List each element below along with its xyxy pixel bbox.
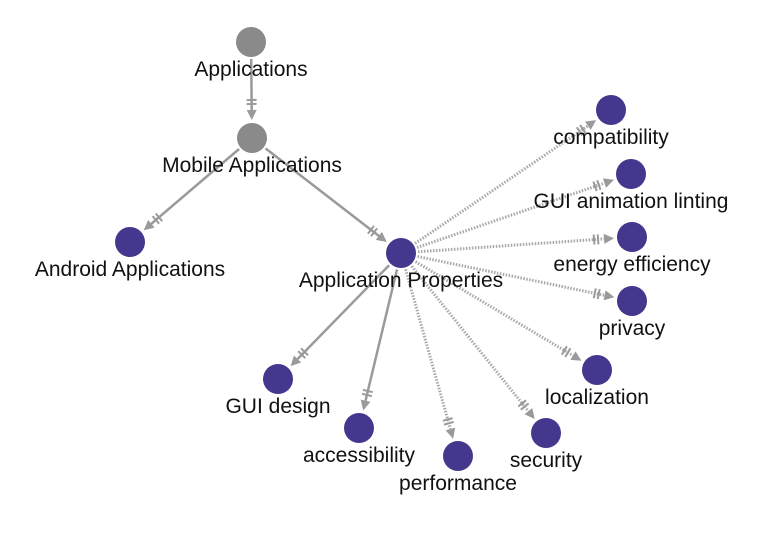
node-privacy[interactable] — [617, 286, 647, 316]
edge-arrowhead — [143, 220, 155, 231]
node-label-applications: Applications — [194, 58, 307, 81]
node-performance[interactable] — [443, 441, 473, 471]
edge-arrowhead — [445, 427, 456, 439]
edge-line — [417, 237, 605, 254]
node-android-applications[interactable] — [115, 227, 145, 257]
node-energy-efficiency[interactable] — [617, 222, 647, 252]
edge-arrowhead — [524, 408, 535, 419]
node-label-security: security — [510, 449, 583, 472]
edge-tick-mark — [575, 126, 584, 137]
edge-tick-mark — [362, 388, 373, 394]
edge-tick-mark — [443, 420, 454, 426]
edge-line — [414, 260, 574, 357]
edge-tick-mark — [370, 227, 378, 237]
edge-line — [150, 148, 240, 225]
edge-arrowhead — [570, 351, 582, 361]
node-label-localization: localization — [545, 386, 649, 409]
edge-tick-mark — [596, 179, 602, 191]
edge-application-properties-to-accessibility — [360, 269, 399, 411]
edge-line — [414, 124, 589, 245]
edge-arrowhead — [246, 109, 257, 120]
node-label-gui-design: GUI design — [225, 395, 330, 418]
edge-tick-mark — [361, 392, 373, 398]
edge-arrowhead — [603, 290, 615, 301]
edge-arrowhead — [585, 120, 597, 130]
node-label-accessibility: accessibility — [303, 444, 416, 467]
edge-applications-to-mobile-applications — [246, 58, 257, 120]
node-label-application-properties: Application Properties — [299, 269, 503, 292]
edge-application-properties-to-performance — [404, 268, 456, 439]
edge-tick-mark — [300, 347, 309, 357]
node-label-performance: performance — [399, 472, 517, 495]
node-label-mobile-applications: Mobile Applications — [162, 154, 342, 177]
edge-application-properties-to-localization — [414, 260, 582, 361]
node-label-privacy: privacy — [599, 317, 666, 340]
edge-tick-mark — [596, 234, 600, 245]
edge-tick-mark — [592, 234, 596, 245]
edge-line — [249, 58, 253, 111]
node-applications[interactable] — [236, 27, 266, 57]
edge-application-properties-to-gui-animation-linting — [416, 178, 614, 249]
edge-line — [296, 264, 390, 360]
edge-application-properties-to-privacy — [417, 255, 615, 301]
node-label-compatibility: compatibility — [553, 126, 669, 149]
edge-application-properties-to-energy-efficiency — [417, 233, 614, 254]
edge-tick-mark — [579, 124, 587, 134]
edge-line — [364, 269, 399, 402]
nodes-layer — [115, 27, 647, 471]
edge-line — [417, 255, 605, 297]
edges-layer — [143, 58, 615, 439]
edge-line — [404, 268, 452, 430]
node-label-android-applications: Android Applications — [35, 258, 225, 281]
node-accessibility[interactable] — [344, 413, 374, 443]
edge-tick-mark — [517, 399, 527, 408]
edge-line — [416, 181, 605, 249]
node-application-properties[interactable] — [386, 238, 416, 268]
edge-line — [410, 265, 530, 413]
edge-tick-mark — [564, 347, 572, 358]
edge-tick-mark — [596, 289, 601, 300]
node-label-gui-animation-linting: GUI animation linting — [534, 190, 729, 213]
edge-arrowhead — [290, 355, 302, 367]
node-security[interactable] — [531, 418, 561, 448]
edge-mobile-applications-to-android-applications — [143, 148, 240, 231]
edge-application-properties-to-gui-design — [290, 264, 390, 367]
edge-mobile-applications-to-application-properties — [264, 147, 387, 242]
edge-tick-mark — [297, 350, 307, 359]
edge-tick-mark — [592, 288, 597, 299]
edge-application-properties-to-compatibility — [414, 120, 597, 245]
edge-tick-mark — [592, 181, 598, 192]
edge-tick-mark — [560, 345, 568, 356]
edge-tick-mark — [154, 212, 163, 222]
edge-arrowhead — [360, 399, 371, 411]
node-gui-animation-linting[interactable] — [616, 159, 646, 189]
edge-line — [264, 147, 380, 237]
edge-arrowhead — [602, 178, 614, 188]
node-label-energy-efficiency: energy efficiency — [553, 253, 711, 276]
edge-application-properties-to-security — [410, 265, 535, 419]
edge-tick-mark — [442, 417, 453, 422]
node-compatibility[interactable] — [596, 95, 626, 125]
edge-tick-mark — [151, 215, 160, 225]
node-gui-design[interactable] — [263, 364, 293, 394]
edge-tick-mark — [520, 402, 530, 411]
edge-arrowhead — [375, 231, 387, 242]
node-mobile-applications[interactable] — [237, 123, 267, 153]
edge-arrowhead — [603, 233, 614, 244]
node-localization[interactable] — [582, 355, 612, 385]
edge-tick-mark — [367, 225, 375, 235]
